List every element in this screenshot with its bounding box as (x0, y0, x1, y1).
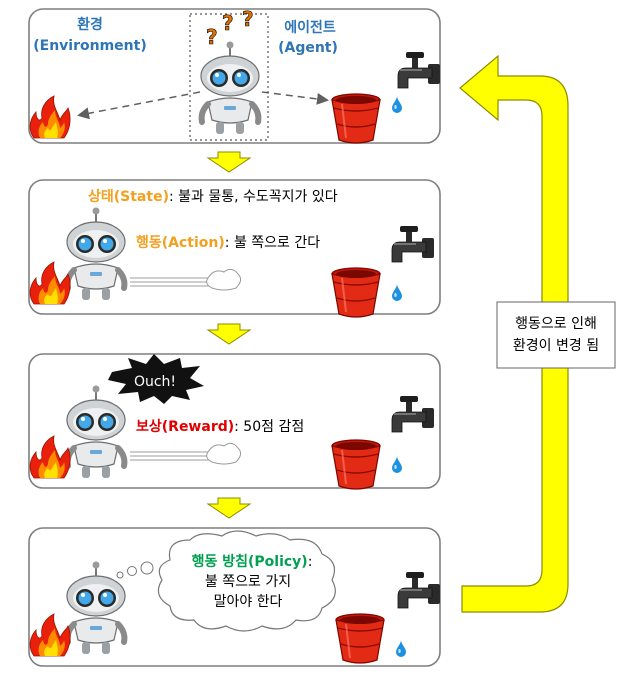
env-title-ko: 환경 (77, 16, 103, 33)
motion-lines (130, 277, 210, 287)
reward-text: : 50점 감점 (234, 419, 304, 435)
question-mark: ? (222, 11, 234, 35)
bucket-icon (331, 439, 381, 490)
motion-lines (130, 451, 210, 461)
thought-dot (116, 571, 124, 579)
policy-line2: 불 쪽으로 가지 (205, 574, 291, 590)
agent-dotted-box (189, 13, 269, 141)
action-line: 행동(Action): 불 쪽으로 간다 (136, 235, 320, 251)
state-text: : 불과 물통, 수도꼭지가 있다 (169, 189, 338, 205)
bucket-icon (335, 613, 385, 664)
agent-title-en: (Agent) (278, 40, 338, 56)
policy-line1: 행동 방침(Policy): (192, 553, 313, 570)
feedback-box (496, 301, 616, 369)
down-arrow (206, 151, 252, 173)
state-label: 상태(State) (88, 189, 169, 205)
question-mark: ? (242, 7, 254, 31)
action-text: : 불 쪽으로 간다 (225, 235, 320, 251)
policy-label: 행동 방침(Policy) (192, 553, 308, 570)
bucket-icon (331, 267, 381, 318)
policy-line3: 말아야 한다 (214, 594, 283, 610)
dashed-arrow-to-fire (77, 91, 201, 120)
env-title-en: (Environment) (33, 38, 146, 54)
bucket-icon (331, 93, 381, 144)
down-arrow (206, 497, 252, 519)
down-arrow (206, 323, 252, 345)
question-mark: ? (206, 25, 218, 49)
dashed-arrow-to-bucket (261, 91, 329, 105)
dust-cloud-icon (206, 268, 242, 291)
state-line: 상태(State): 불과 물통, 수도꼭지가 있다 (88, 189, 338, 205)
feedback-line2: 환경이 변경 됨 (513, 338, 599, 354)
feedback-line1: 행동으로 인해 (515, 316, 597, 332)
reward-line: 보상(Reward): 50점 감점 (136, 419, 304, 435)
agent-title-ko: 에이전트 (284, 19, 336, 36)
thought-dot (127, 566, 137, 576)
policy-colon: : (308, 554, 313, 570)
thought-cloud (157, 530, 336, 632)
dust-cloud-icon (206, 442, 242, 465)
ouch-text: Ouch! (134, 374, 176, 390)
reward-label: 보상(Reward) (136, 419, 234, 435)
ouch-burst (108, 354, 204, 404)
thought-dot (140, 561, 154, 575)
action-label: 행동(Action) (136, 235, 225, 251)
